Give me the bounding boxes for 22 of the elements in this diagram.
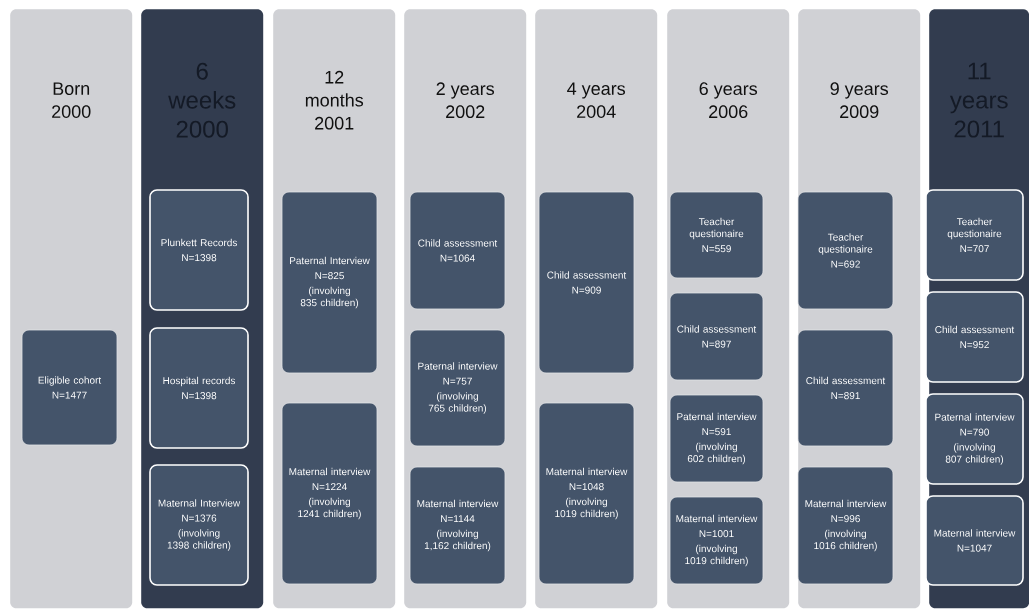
data-box: Child assessment N=952 [925,291,1024,383]
data-box: Maternal interview N=1047 [925,495,1024,586]
data-box: Eligible cohort N=1477 [21,329,118,446]
data-box: Paternal interview N=790 (involving 807 children) [925,393,1024,485]
data-box: Teacher questionaire N=707 [925,189,1024,281]
data-box: Paternal interview N=757 (involving 765 children) [409,329,506,447]
data-box: Plunkett Records N=1398 [149,189,249,311]
data-box: Teacher questionaire N=559 [669,191,764,279]
data-box: Paternal interview N=591 (involving 602 children) [669,394,764,483]
data-box: Hospital records N=1398 [149,327,249,449]
data-box: Child assessment N=897 [669,292,764,381]
data-box: Maternal interview N=1001 (involving 1019 children) [669,496,764,585]
data-box: Maternal interview N=1144 (involving 1,162 children) [409,466,506,585]
data-box: Paternal Interview N=825 (involving 835 children) [281,191,378,374]
data-box: Child assessment N=909 [538,191,635,374]
data-box: Maternal Interview N=1376 (involving 1398 children) [149,464,249,586]
data-box: Maternal interview N=996 (involving 1016 children) [797,466,894,585]
data-box: Maternal interview N=1048 (involving 1019 children) [538,402,635,585]
data-box: Child assessment N=891 [797,329,894,447]
data-box: Maternal interview N=1224 (involving 1241 children) [281,402,378,585]
data-box: Teacher questionaire N=692 [797,191,894,310]
data-box: Child assessment N=1064 [409,191,506,310]
